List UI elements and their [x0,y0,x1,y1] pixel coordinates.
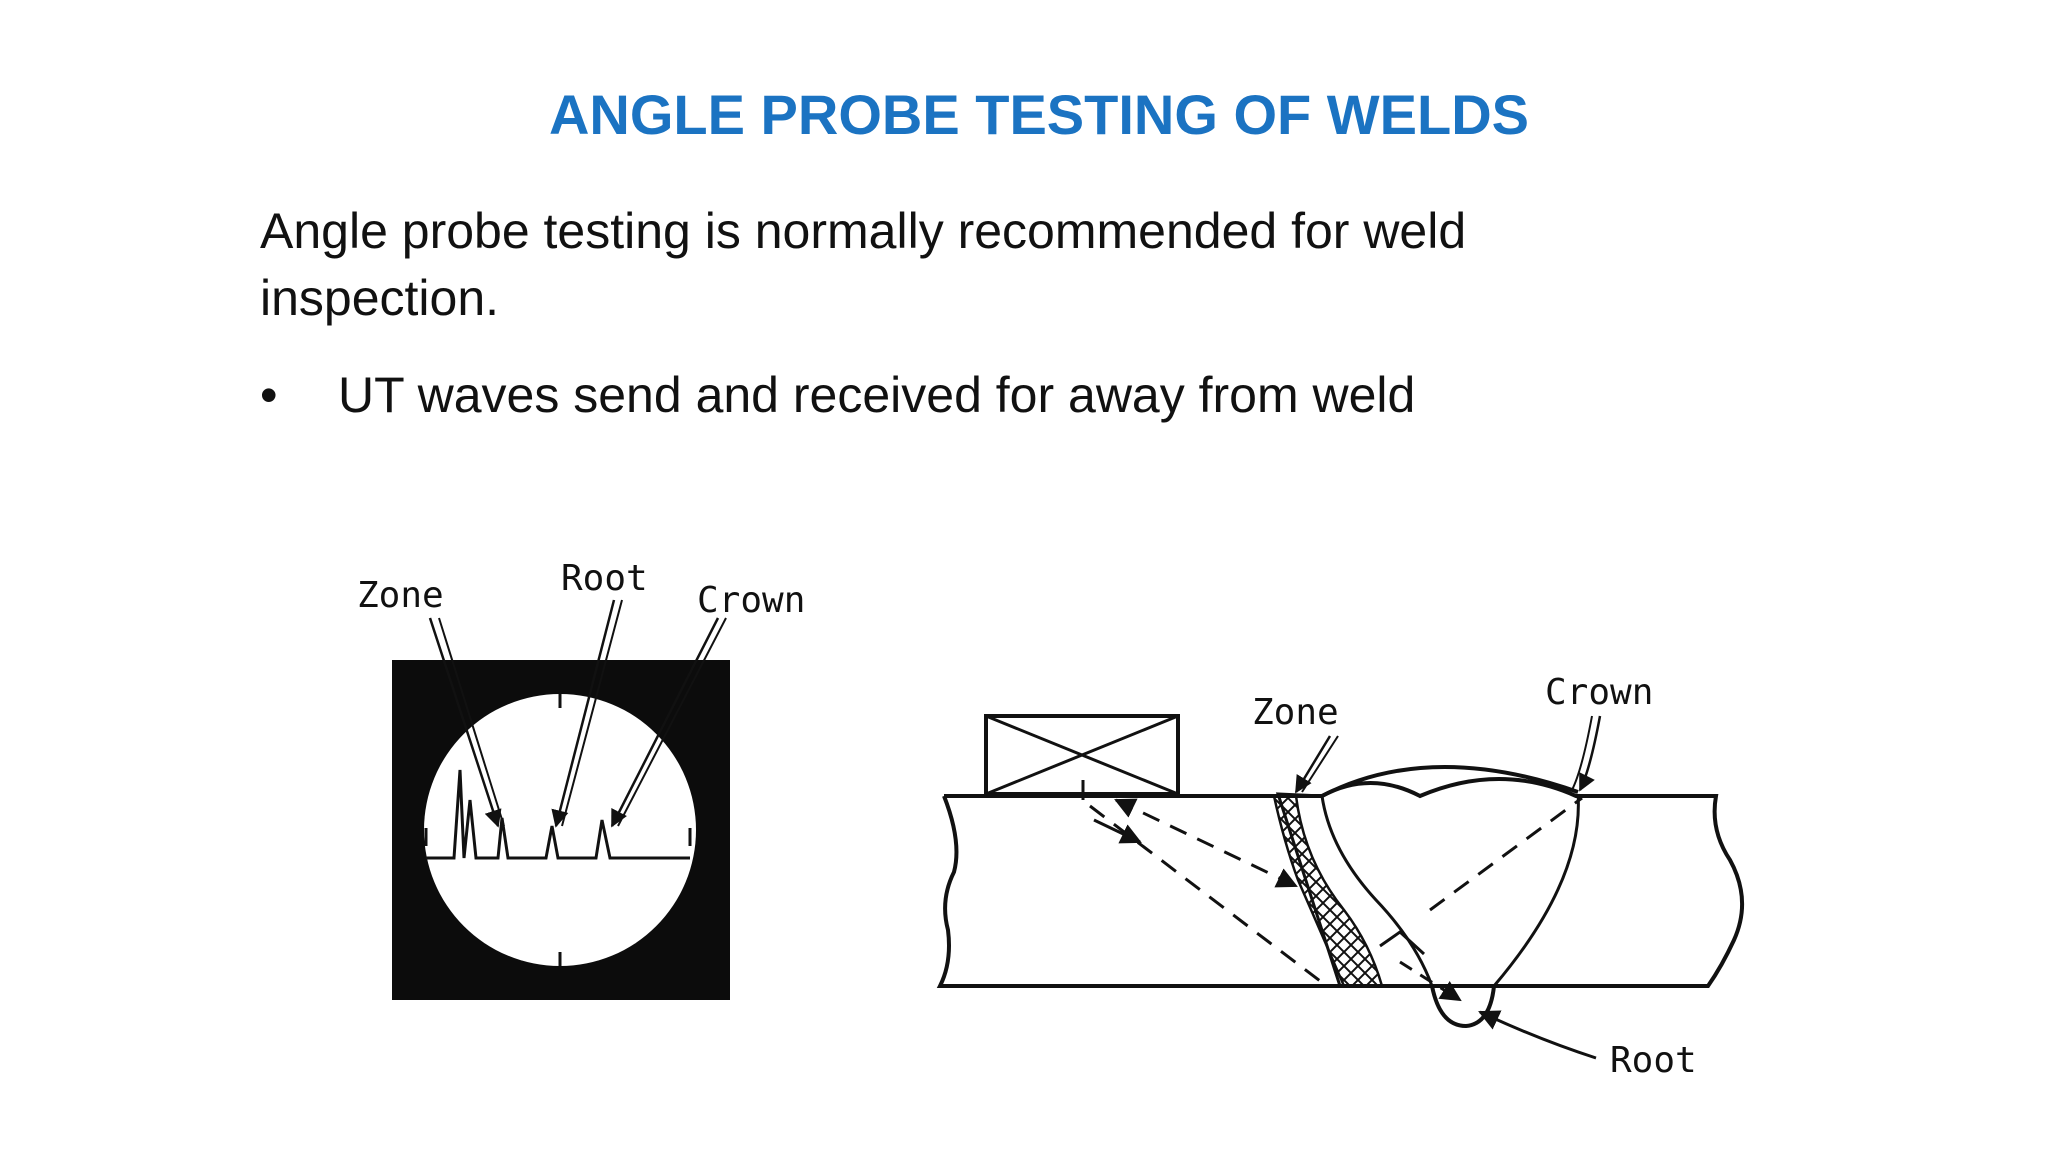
weld-root-label: Root [1610,1040,1697,1081]
weld-crown-label: Crown [1545,672,1653,713]
a-scan-trace [426,769,690,860]
bullet-marker: • [260,367,278,423]
weld-cross-section-figure: Zone Crown Root [936,672,1744,1081]
screen-root-label: Root [561,558,648,599]
intro-paragraph: Angle probe testing is normally recommen… [260,203,1467,326]
crt-display [424,694,696,966]
screen-crown-label: Crown [697,580,805,621]
crt-screen-figure: Zone Root Crown [357,558,805,1000]
bullet-text: UT waves send and received for away from… [338,367,1416,423]
slide-title: ANGLE PROBE TESTING OF WELDS [548,83,1530,146]
plate-outline [936,777,1744,988]
screen-zone-label: Zone [357,575,444,616]
weld-zone-label: Zone [1252,692,1339,733]
angle-probe [984,714,1180,800]
